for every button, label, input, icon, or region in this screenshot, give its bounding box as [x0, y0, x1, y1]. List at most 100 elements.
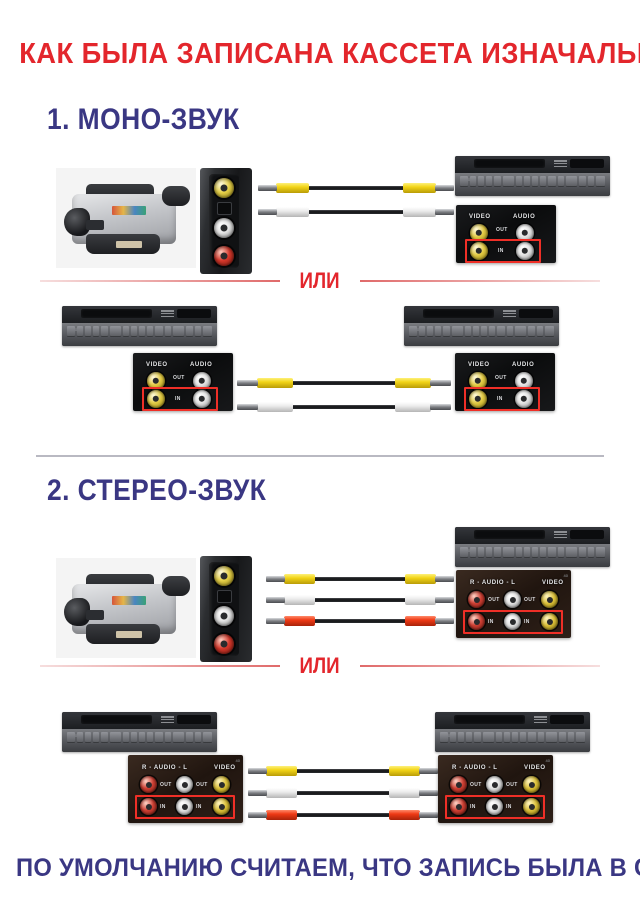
camcorder-jack-video-yellow — [214, 178, 234, 198]
highlight-box-in-row — [135, 795, 235, 819]
panel-label-in-r: IN — [470, 804, 476, 810]
panel-jack-out-audio — [516, 224, 534, 242]
or-line-left — [40, 280, 281, 282]
or-label: ИЛИ — [299, 653, 341, 678]
panel-jack-out-audio — [515, 372, 533, 390]
or-separator-1: ИЛИ — [40, 268, 600, 294]
panel-jack-out-audio-r — [450, 776, 467, 793]
cable-plug-left — [237, 400, 293, 414]
cable-video-yellow — [248, 764, 438, 778]
camcorder-image — [56, 168, 196, 268]
cable-video-yellow — [258, 181, 454, 195]
vcr-front-lower — [62, 728, 217, 752]
vcr-front-upper — [435, 712, 590, 729]
cable-plug-left — [266, 593, 315, 607]
vcr-display — [176, 308, 211, 319]
vcr-connector-panel-mono: VIDEO AUDIO OUT IN — [455, 353, 555, 411]
camcorder-side-strip — [116, 631, 142, 638]
panel-label-out-r: OUT — [488, 597, 500, 603]
panel-jack-out-audio-l — [486, 776, 503, 793]
panel-jack-in-audio-r — [140, 798, 157, 815]
panel-label-video: VIDEO — [214, 765, 236, 771]
panel-jack-out-video — [523, 776, 540, 793]
camcorder-viewfinder — [162, 186, 190, 206]
cable-wire — [288, 405, 400, 409]
vcr-display — [518, 308, 553, 319]
highlight-box-in-row — [142, 387, 218, 411]
vcr-connector-panel-mono: VIDEO AUDIO OUT IN — [456, 205, 556, 263]
cable-plug-right — [405, 572, 454, 586]
panel-jack-in-video — [470, 242, 488, 260]
vcr-cassette-window — [80, 308, 152, 319]
vcr-display — [569, 158, 604, 169]
panel-label-video: VIDEO — [524, 765, 546, 771]
or-separator-2: ИЛИ — [40, 653, 600, 679]
panel-corner-mark: 40 — [545, 758, 550, 763]
vcr-front-upper — [455, 527, 610, 544]
vcr-button-row — [459, 547, 606, 557]
panel-label-in: IN — [497, 396, 503, 402]
vcr-deck — [62, 712, 217, 752]
cable-plug-left — [248, 786, 298, 800]
panel-label-out-r: OUT — [160, 782, 172, 788]
cable-plug-left — [266, 572, 315, 586]
vcr-button-row — [66, 732, 213, 742]
vcr-button-row — [66, 326, 213, 336]
vcr-indicator-leds — [534, 715, 547, 724]
panel-label-in-l: IN — [524, 619, 530, 625]
panel-label-in: IN — [175, 396, 181, 402]
panel-jack-out-video — [541, 591, 558, 608]
cable-plug-right — [405, 614, 454, 628]
panel-jack-out-video — [470, 224, 488, 242]
cable-plug-right — [395, 400, 451, 414]
vcr-cassette-window — [80, 714, 152, 725]
camcorder-jack-panel — [200, 168, 252, 274]
camcorder-label-strip — [112, 206, 146, 215]
panel-jack-in-audio — [193, 390, 211, 408]
vcr-button-row — [408, 326, 555, 336]
cable-audio-white — [248, 786, 438, 800]
vcr-cassette-window — [422, 308, 494, 319]
camcorder-viewfinder — [162, 576, 190, 596]
vcr-deck — [435, 712, 590, 752]
cable-wire — [311, 598, 409, 602]
vcr-display — [569, 529, 604, 540]
panel-jack-out-video — [469, 372, 487, 390]
vcr-connector-panel-mono: VIDEO AUDIO OUT IN — [133, 353, 233, 411]
or-line-right — [359, 280, 600, 282]
cable-plug-right — [395, 376, 451, 390]
panel-jack-in-audio-l — [486, 798, 503, 815]
vcr-cassette-window — [473, 529, 545, 540]
panel-label-in-r: IN — [160, 804, 166, 810]
vcr-connector-panel-stereo: R - AUDIO - L VIDEO 40 OUT OUT IN IN — [438, 755, 553, 823]
camcorder-lens — [64, 208, 90, 236]
panel-label-audio: AUDIO — [513, 214, 536, 220]
vcr-front-lower — [404, 322, 559, 346]
camcorder-side-strip — [116, 241, 142, 248]
highlight-box-in-row — [463, 610, 563, 634]
cable-wire — [311, 619, 409, 623]
vcr-deck — [404, 306, 559, 346]
panel-jack-out-video — [147, 372, 165, 390]
panel-label-audio: R - AUDIO - L — [452, 765, 498, 771]
page-title: КАК БЫЛА ЗАПИСАНА КАССЕТА ИЗНАЧАЛЬНО? — [19, 38, 640, 70]
panel-jack-out-audio-l — [176, 776, 193, 793]
panel-jack-in-audio-l — [176, 798, 193, 815]
cable-wire — [293, 791, 393, 795]
camcorder-jack-audio-white — [214, 606, 234, 626]
panel-label-video: VIDEO — [542, 580, 564, 586]
vcr-connector-panel-stereo: R - AUDIO - L VIDEO 40 OUT OUT IN IN — [456, 570, 571, 638]
vcr-button-row — [439, 732, 586, 742]
panel-label-in-r: IN — [488, 619, 494, 625]
cable-plug-right — [403, 181, 454, 195]
panel-jack-in-audio — [516, 242, 534, 260]
vcr-deck — [62, 306, 217, 346]
vcr-front-lower — [62, 322, 217, 346]
camcorder-image — [56, 558, 196, 658]
panel-jack-out-video — [213, 776, 230, 793]
vcr-connector-panel-stereo: R - AUDIO - L VIDEO 40 OUT OUT IN IN — [128, 755, 243, 823]
panel-jack-in-audio-r — [468, 613, 485, 630]
panel-label-out-l: OUT — [524, 597, 536, 603]
panel-jack-in-audio-l — [504, 613, 521, 630]
cable-audio-white — [266, 593, 454, 607]
